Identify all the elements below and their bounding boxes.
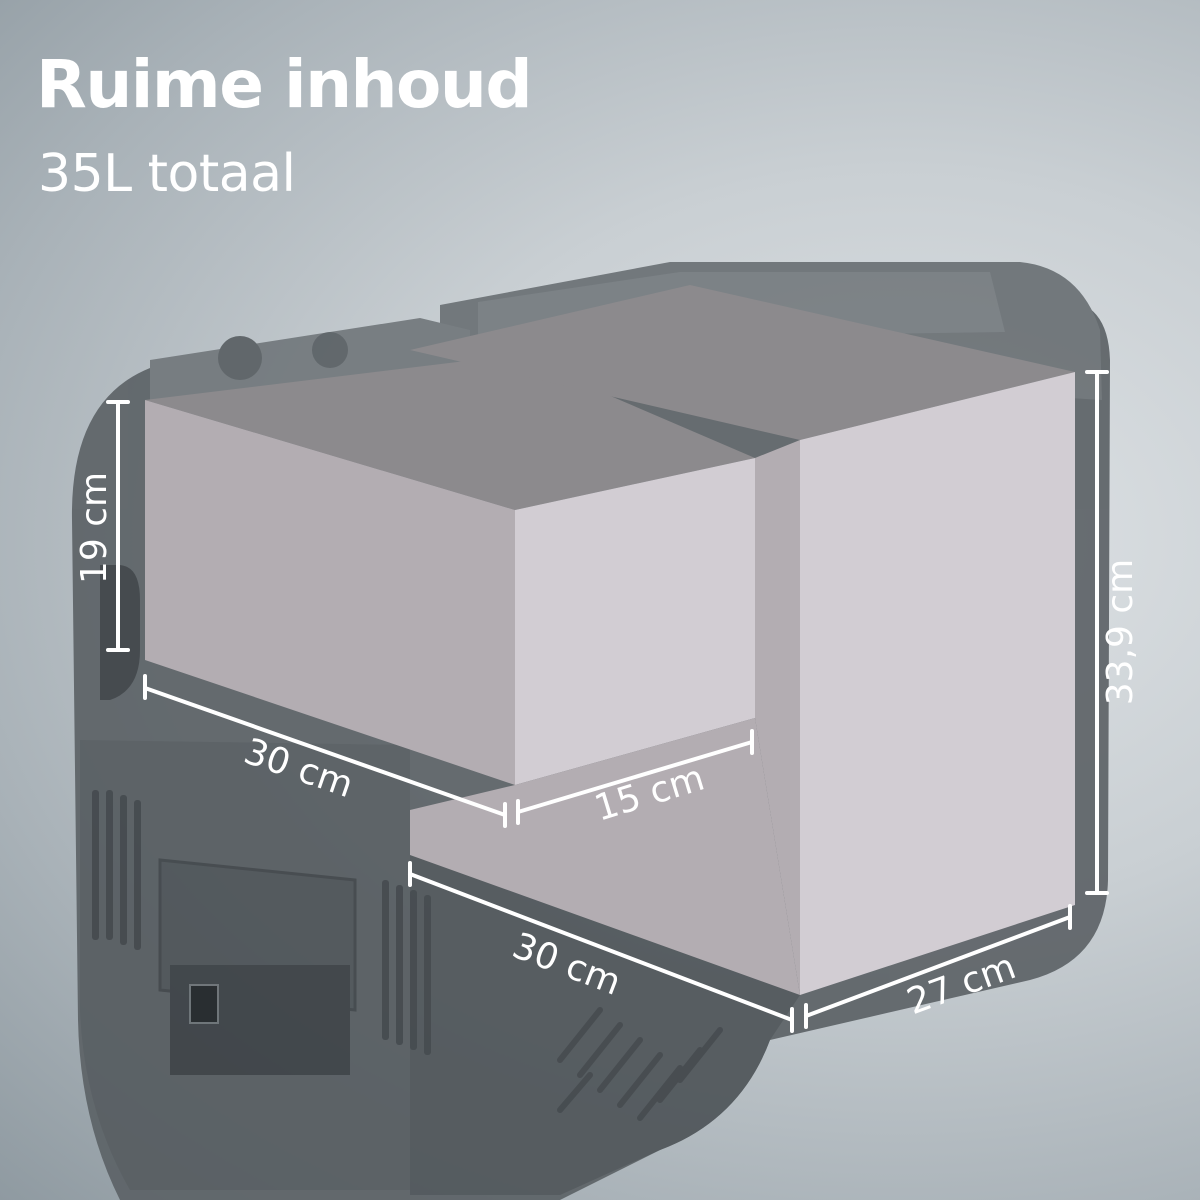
power-socket (189, 984, 219, 1024)
cooler-side-lower (410, 850, 800, 1195)
vent-grille-left (92, 790, 141, 950)
large-box-front-lower (410, 718, 800, 995)
cup-holder-right (312, 332, 348, 368)
vent-grille-right (382, 880, 431, 1055)
dim-line-large-height (1085, 370, 1109, 895)
large-box-top (410, 285, 1075, 440)
label-small-height: 19 cm (74, 472, 115, 584)
dim-line-small-depth (516, 729, 754, 825)
label-large-height: 33,9 cm (1100, 559, 1141, 705)
dim-line-large-depth (804, 904, 1072, 1029)
small-box-side (515, 458, 755, 785)
cup-holder-left (218, 336, 262, 380)
dim-line-small-width (143, 674, 507, 828)
large-compartment-box (410, 285, 1075, 995)
large-box-front-upper (755, 440, 800, 995)
small-box-front (145, 400, 515, 785)
dim-line-large-width (408, 861, 794, 1033)
large-box-side (800, 372, 1075, 995)
vent-grille-side (557, 1007, 723, 1121)
dim-line-small-height (106, 400, 130, 652)
page-subtitle: 35L totaal (38, 144, 296, 204)
dimension-lines (106, 370, 1109, 1033)
page-title: Ruime inhoud (36, 46, 533, 123)
